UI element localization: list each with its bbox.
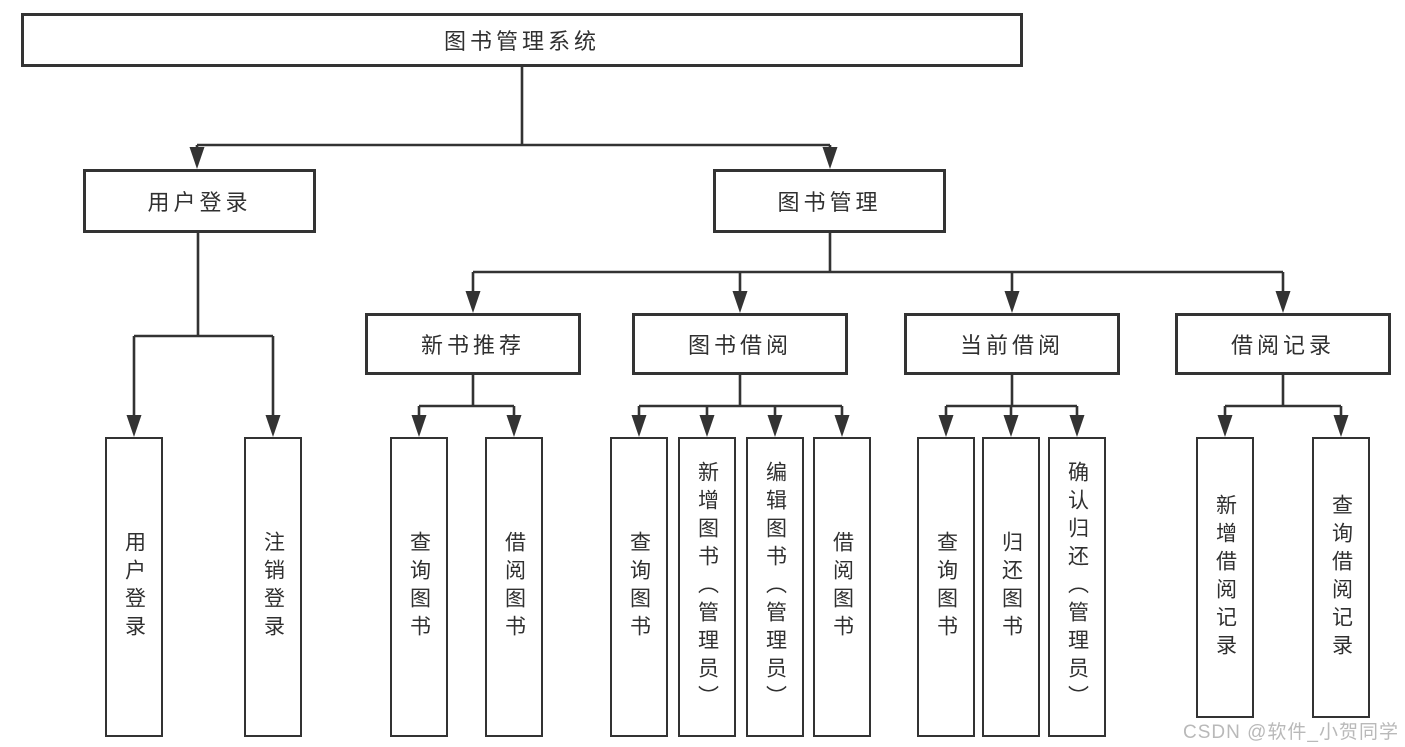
node-label: 借阅图书 xyxy=(502,531,526,643)
node-label: 确认归还（管理员） xyxy=(1065,461,1089,713)
leaf-user-login: 用户登录 xyxy=(105,437,163,737)
node-user-login-branch: 用户登录 xyxy=(83,169,316,233)
leaf-add-book-admin: 新增图书（管理员） xyxy=(678,437,736,737)
leaf-query-books-recommend: 查询图书 xyxy=(390,437,448,737)
leaf-return-book: 归还图书 xyxy=(982,437,1040,737)
leaf-add-borrow-record: 新增借阅记录 xyxy=(1196,437,1254,718)
node-label: 用户登录 xyxy=(122,531,146,643)
node-label: 查询图书 xyxy=(407,531,431,643)
node-label: 查询借阅记录 xyxy=(1329,493,1353,662)
node-label: 新增图书（管理员） xyxy=(695,461,719,713)
leaf-query-books-current: 查询图书 xyxy=(917,437,975,737)
node-label: 图书管理系统 xyxy=(443,29,600,54)
leaf-query-borrow-record: 查询借阅记录 xyxy=(1312,437,1370,718)
node-label: 注销登录 xyxy=(261,531,285,643)
leaf-borrow-book: 借阅图书 xyxy=(813,437,871,737)
node-label: 查询图书 xyxy=(934,531,958,643)
arrowheads xyxy=(126,147,1349,437)
node-label: 新增借阅记录 xyxy=(1213,493,1237,662)
node-label: 用户登录 xyxy=(147,190,252,215)
node-label: 编辑图书（管理员） xyxy=(763,461,787,713)
node-book-borrow: 图书借阅 xyxy=(632,313,848,375)
leaf-logout: 注销登录 xyxy=(244,437,302,737)
node-new-book-recommend: 新书推荐 xyxy=(365,313,581,375)
tree-edges xyxy=(132,67,1343,416)
node-library-system: 图书管理系统 xyxy=(21,13,1023,67)
leaf-edit-book-admin: 编辑图书（管理员） xyxy=(746,437,804,737)
node-label: 新书推荐 xyxy=(420,333,525,358)
csdn-watermark: CSDN @软件_小贺同学 xyxy=(1183,722,1399,743)
leaf-confirm-return-admin: 确认归还（管理员） xyxy=(1048,437,1106,737)
node-label: 图书管理 xyxy=(777,190,882,215)
node-label: 归还图书 xyxy=(999,531,1023,643)
node-book-management: 图书管理 xyxy=(713,169,946,233)
node-borrow-records: 借阅记录 xyxy=(1175,313,1391,375)
node-current-borrow: 当前借阅 xyxy=(904,313,1120,375)
node-label: 图书借阅 xyxy=(687,333,792,358)
node-label: 查询图书 xyxy=(627,531,651,643)
node-label: 借阅记录 xyxy=(1230,333,1335,358)
node-label: 当前借阅 xyxy=(959,333,1064,358)
leaf-query-books-borrow: 查询图书 xyxy=(610,437,668,737)
node-label: 借阅图书 xyxy=(830,531,854,643)
leaf-borrow-book-recommend: 借阅图书 xyxy=(485,437,543,737)
